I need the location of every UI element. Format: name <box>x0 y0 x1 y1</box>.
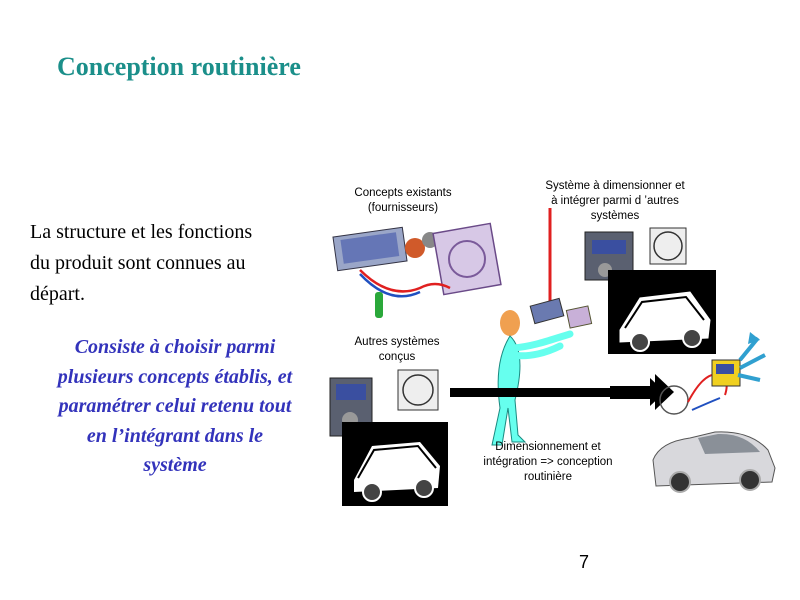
designer-figure <box>491 310 574 446</box>
page-number: 7 <box>579 552 590 572</box>
body-line: La structure et les fonctions <box>30 221 253 243</box>
emphasis-line: en l’intégrant dans le <box>86 424 264 447</box>
label-line: Système à dimensionner et <box>545 180 685 192</box>
label-other-systems: Autres systèmes conçus <box>337 335 457 365</box>
slide-title: Conception routinière <box>57 52 301 81</box>
label-line: systèmes <box>590 210 640 222</box>
label-line: conçus <box>378 351 416 363</box>
body-text: La structure et les fonctions du produit… <box>30 217 320 310</box>
label-line: Autres systèmes <box>354 336 440 348</box>
label-system-to-size: Système à dimensionner et à intégrer par… <box>515 179 715 224</box>
emphasis-line: Consiste à choisir parmi <box>74 336 276 358</box>
emphasis-line: paramétrer celui retenu tout <box>58 395 292 417</box>
label-line: à intégrer parmi d ’autres <box>551 195 679 207</box>
process-arrow <box>450 374 674 410</box>
label-line: intégration => conception <box>483 456 613 468</box>
body-line: du produit sont connues au <box>30 252 246 274</box>
car-frame-image-top <box>608 270 716 354</box>
routine-design-illustration <box>329 208 776 506</box>
other-systems-image <box>329 369 448 506</box>
emphasis-text: Consiste à choisir parmi plusieurs conce… <box>25 333 325 481</box>
label-line: Dimensionnement et <box>495 441 601 453</box>
label-line: Concepts existants <box>354 187 452 199</box>
finished-car-image <box>652 431 776 493</box>
label-existing-concepts: Concepts existants (fournisseurs) <box>333 186 473 216</box>
emphasis-line: système <box>143 454 207 476</box>
label-line: (fournisseurs) <box>367 202 439 214</box>
label-sizing-integration: Dimensionnement et intégration => concep… <box>458 440 638 485</box>
integrated-system-image <box>659 332 766 415</box>
existing-concepts-image <box>332 222 502 318</box>
parts-in-hand-image <box>529 297 593 329</box>
emphasis-line: plusieurs concepts établis, et <box>57 365 293 388</box>
body-line: départ. <box>30 283 85 305</box>
label-line: routinière <box>524 471 572 483</box>
